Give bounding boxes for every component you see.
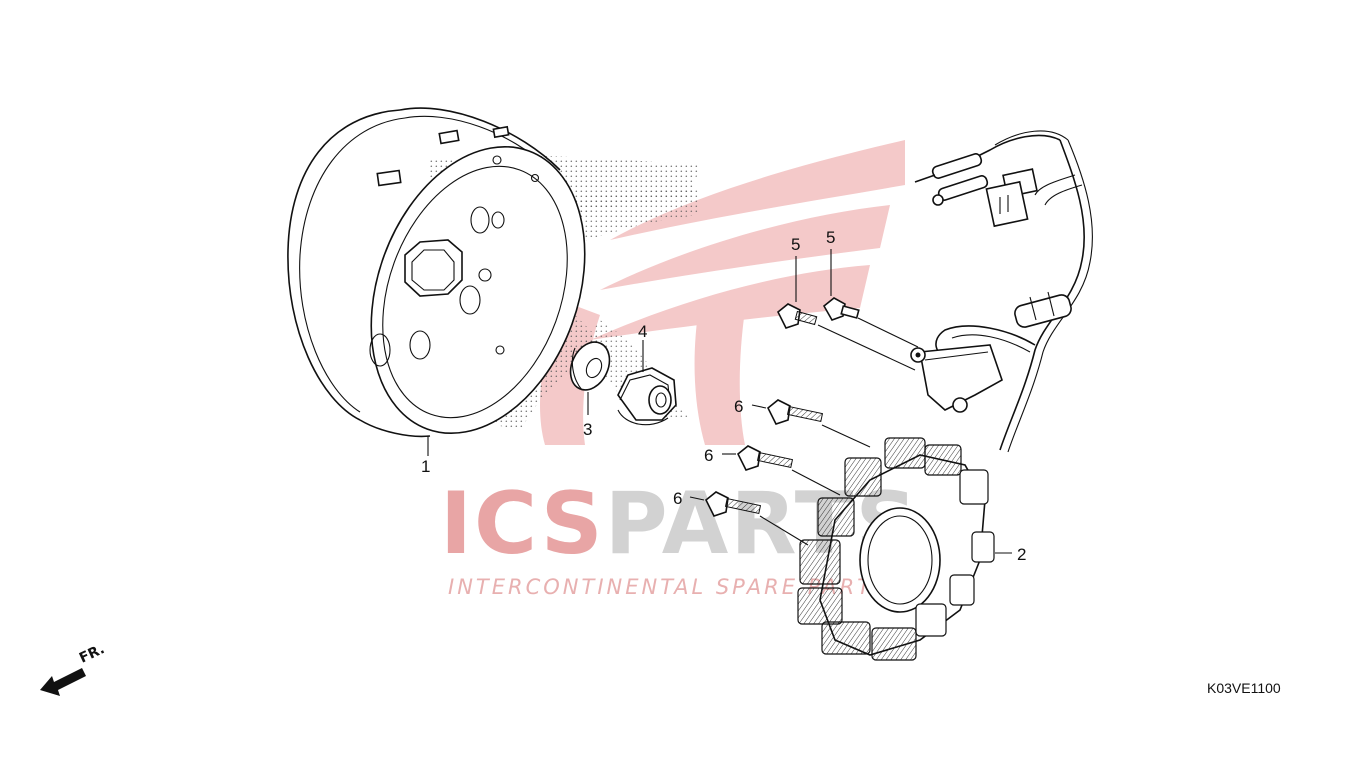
connector-bullet-1	[914, 153, 983, 183]
callout-4: 4	[638, 322, 647, 341]
bolt-6a	[751, 399, 871, 448]
wire-harness	[935, 130, 1093, 453]
screw-5b	[822, 249, 919, 348]
callout-6b: 6	[704, 446, 713, 465]
callout-1: 1	[421, 457, 430, 476]
front-arrow-icon	[40, 668, 86, 696]
flywheel	[287, 107, 586, 456]
screw-5a	[776, 256, 916, 371]
callout-2: 2	[1017, 545, 1026, 564]
stator-core	[797, 437, 995, 661]
connector-coupler	[985, 168, 1038, 228]
callout-5b: 5	[826, 228, 835, 247]
stator-pole-top	[884, 437, 962, 476]
callout-5a: 5	[791, 235, 800, 254]
bolt-6b	[722, 445, 841, 496]
watermark-brand-ics: ICS	[440, 474, 605, 574]
connector-bullet-2	[932, 175, 989, 206]
stator-pole-right	[949, 469, 995, 606]
washer	[569, 341, 611, 415]
diagram-code: K03VE1100	[1207, 680, 1281, 696]
callout-6a: 6	[734, 397, 743, 416]
stator-assembly	[797, 130, 1093, 661]
stator-pole-bottom	[821, 603, 947, 661]
callout-3: 3	[583, 420, 592, 439]
front-label: FR.	[77, 641, 107, 666]
flange-nut	[617, 340, 677, 426]
front-direction-indicator: FR.	[40, 641, 107, 696]
stator-pole-left	[797, 457, 882, 625]
pulser-coil	[910, 344, 1003, 413]
bolt-6c	[689, 491, 809, 546]
callout-6c: 6	[673, 489, 682, 508]
